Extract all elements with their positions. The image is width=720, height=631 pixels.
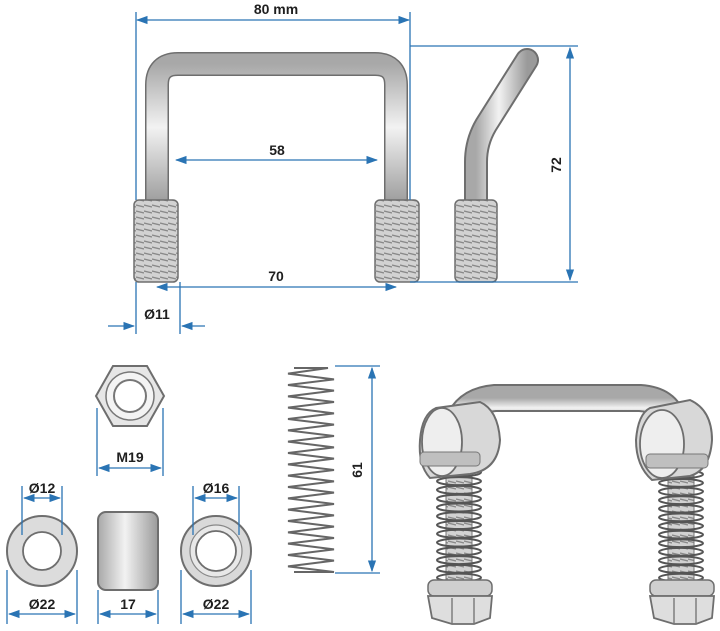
dim-spring-61: 61 [349, 462, 365, 478]
dim-nut-m19: M19 [116, 449, 143, 465]
dim-washer-od-22: Ø22 [29, 596, 56, 612]
dim-height-72: 72 [548, 157, 564, 173]
dim-washer-id-12: Ø12 [29, 480, 56, 496]
dimension-lines-top [108, 12, 578, 334]
assembly-nut-left [426, 579, 493, 625]
dim-width-80: 80 mm [254, 1, 298, 17]
dim-inner-58: 58 [269, 142, 285, 158]
dim-lines-nut [96, 408, 164, 476]
u-bolt-front-view [133, 52, 420, 283]
dim-spacer-17: 17 [120, 596, 136, 612]
dim-thread-70: 70 [268, 268, 284, 284]
compression-spring [287, 367, 335, 573]
hex-nut [94, 365, 166, 427]
dim-bush-od-22: Ø22 [203, 596, 230, 612]
assembly-nut-right [648, 579, 715, 625]
assembly-bushing-right [634, 398, 714, 482]
dim-lines-washer [6, 486, 78, 624]
dim-dia-11: Ø11 [144, 306, 170, 322]
assembly-spring-left [436, 467, 482, 583]
assembly-bushing-left [418, 400, 502, 480]
dim-bush-id-16: Ø16 [203, 480, 230, 496]
dim-lines-spring [335, 365, 380, 574]
dim-lines-spacer [97, 590, 159, 624]
spacer-sleeve [97, 511, 159, 591]
u-bolt-side-view [454, 48, 539, 283]
flat-washer [6, 515, 78, 587]
bushing [180, 515, 252, 587]
dim-lines-bushing [180, 486, 252, 624]
assembly [418, 384, 715, 625]
